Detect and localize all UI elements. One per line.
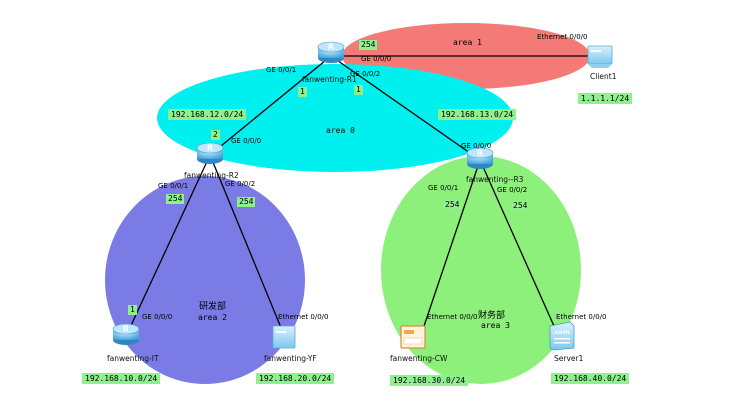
link-r2-yf [209, 154, 285, 336]
router-icon-it[interactable] [112, 323, 140, 346]
yf-name: fanwenting-YF [264, 354, 317, 363]
router-icon-r2[interactable] [196, 142, 224, 165]
dept-rd-label: 研发部 [199, 302, 227, 312]
r3-name: fanwenting--R3 [466, 175, 524, 184]
subnet-server: 192.168.40.0/24 [551, 373, 630, 384]
r1-name: fanwenting-R1 [302, 75, 357, 84]
area0-region [157, 64, 513, 172]
link-r3-cw [420, 159, 481, 336]
host-r1-r2: 1 [298, 87, 307, 97]
r3-port-g000: GE 0/0/0 [461, 142, 492, 150]
server-port-eth: Ethernet 0/0/0 [556, 313, 607, 321]
host-r3-server: 254 [511, 201, 530, 211]
cw-name: fanwenting-CW [390, 354, 448, 363]
area0-label: area 0 [326, 126, 355, 135]
dept-finance-label: 财务部 [478, 311, 506, 321]
router-icon-r1[interactable] [317, 41, 345, 64]
link-r2-it [127, 154, 211, 333]
server-name: Server1 [554, 354, 584, 363]
r1-port-g000: GE 0/0/0 [361, 55, 392, 63]
host-r2-yf: 254 [237, 197, 256, 207]
link-r1-r2 [209, 55, 332, 156]
area1-label: area 1 [453, 38, 482, 47]
client-pc-icon[interactable] [587, 45, 613, 68]
subnet-it: 192.168.10.0/24 [82, 373, 161, 384]
host-r1-client: 254 [359, 40, 378, 50]
client-port-eth: Ethernet 0/0/0 [537, 33, 588, 41]
area3-label: area 3 [481, 321, 510, 330]
host-r3-cw: 254 [443, 200, 462, 210]
it-name: fanwenting-IT [107, 354, 159, 363]
cw-pc-icon[interactable] [400, 325, 426, 349]
host-r2-r1: 2 [211, 130, 220, 140]
subnet-yf: 192.168.20.0/24 [256, 373, 335, 384]
subnet-r1r2: 192.168.12.0/24 [168, 109, 247, 120]
cw-port-eth: Ethernet 0/0/0 [427, 313, 478, 321]
r1-port-g001: GE 0/0/1 [266, 66, 297, 74]
client-name: Client1 [590, 72, 617, 81]
it-port-g000: GE 0/0/0 [142, 313, 173, 321]
host-r2-it: 254 [166, 194, 185, 204]
host-r1-r3: 1 [354, 85, 363, 95]
r2-port-g002: GE 0/0/2 [225, 180, 256, 188]
router-icon-r3[interactable] [466, 147, 494, 170]
area2-region [105, 176, 305, 384]
svg-text:.com: .com [552, 328, 570, 336]
link-r3-server [479, 159, 559, 336]
yf-pc-icon[interactable] [272, 325, 296, 349]
link-r1-r3 [330, 55, 481, 161]
subnet-r1r3: 192.168.13.0/24 [438, 109, 517, 120]
r3-port-g002: GE 0/0/2 [497, 186, 528, 194]
area2-label: area 2 [198, 313, 227, 322]
r2-port-g000: GE 0/0/0 [231, 137, 262, 145]
server-icon[interactable]: .com [549, 321, 575, 351]
r1-port-g002: GE 0/0/2 [350, 70, 381, 78]
area3-region [381, 156, 581, 384]
r2-name: fanwenting-R2 [184, 171, 239, 180]
host-it-r2: 1 [128, 305, 137, 315]
r2-port-g001: GE 0/0/1 [158, 182, 189, 190]
r3-port-g001: GE 0/0/1 [428, 184, 459, 192]
subnet-cw: 192.168.30.0/24 [390, 375, 469, 386]
yf-port-eth: Ethernet 0/0/0 [278, 313, 329, 321]
subnet-client: 1.1.1.1/24 [578, 93, 633, 104]
